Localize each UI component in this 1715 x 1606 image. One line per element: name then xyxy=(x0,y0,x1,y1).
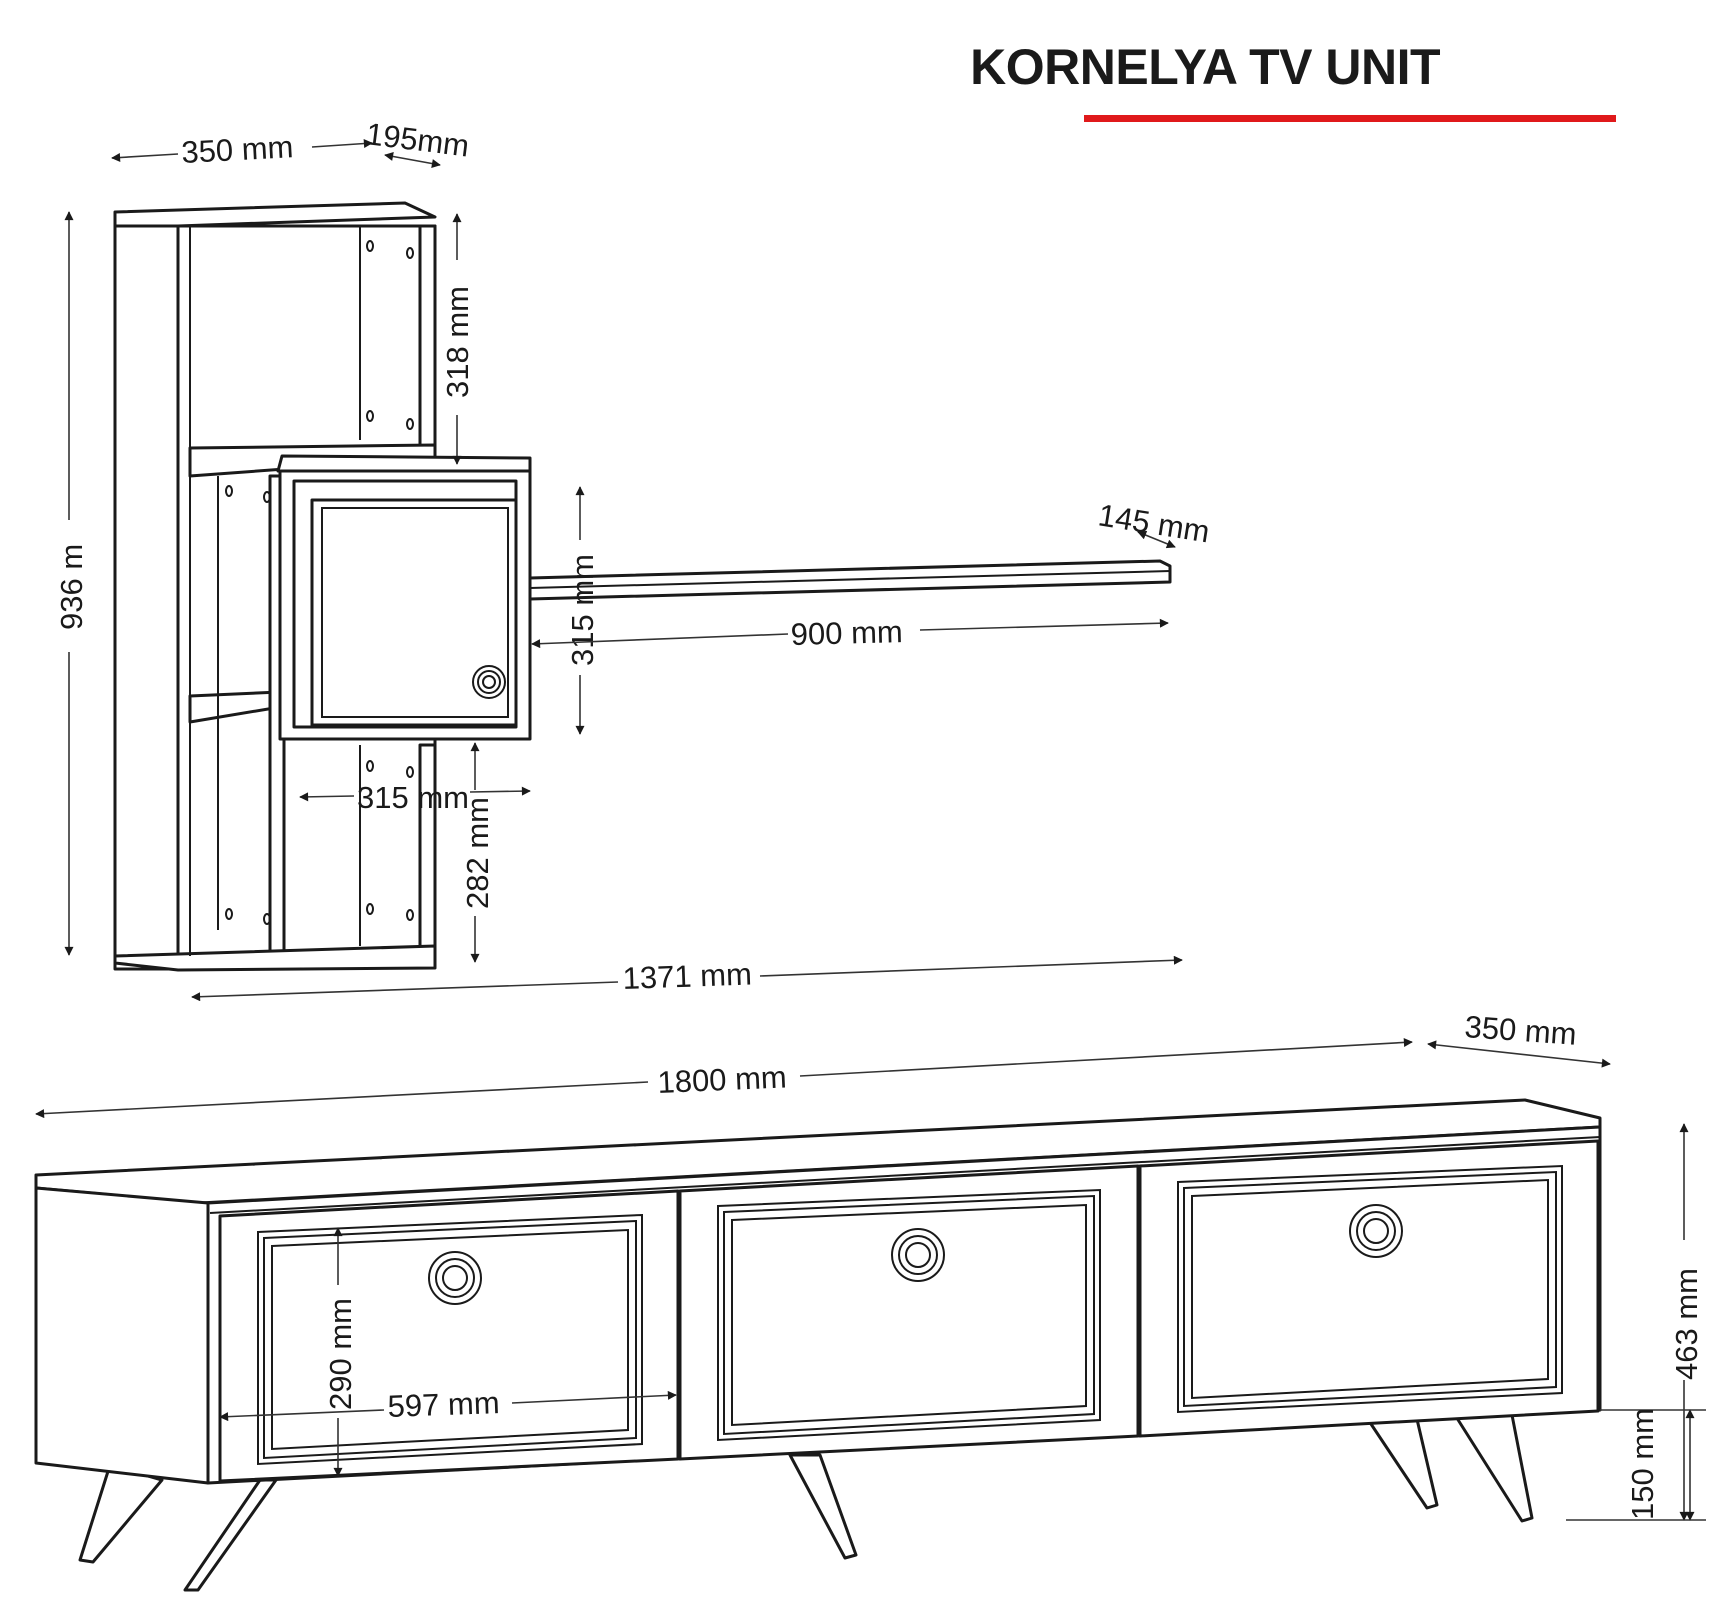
drawer-1-frame xyxy=(257,1213,643,1466)
dim-plank-depth-line xyxy=(1137,530,1176,549)
dim-stand-depth-label: 350 mm xyxy=(1464,1009,1578,1052)
stand-left-side xyxy=(34,1186,210,1485)
dim-stand-width-line xyxy=(35,1081,649,1119)
dim-shelf-width-line xyxy=(111,153,179,163)
dim-plank-width-line xyxy=(531,633,789,649)
drawer-2-inner xyxy=(723,1194,1095,1436)
dim-wall-total-width-line xyxy=(191,981,619,1002)
stand-front-edge xyxy=(209,1136,1601,1214)
dim-shelf-width-line xyxy=(311,139,373,149)
dim-total-height-label: 936 m xyxy=(54,544,89,630)
drawer-2-knob xyxy=(891,1228,945,1282)
shelf-bottom-board xyxy=(113,944,437,972)
cabinet-top-face xyxy=(276,454,532,473)
dim-drawer-width-line xyxy=(511,1390,677,1404)
drawer-1-inner xyxy=(263,1219,637,1460)
shelf-lower-right xyxy=(418,743,437,958)
drawer-2-front xyxy=(678,1164,1140,1461)
dim-drawer-width-label: 597 mm xyxy=(387,1385,500,1424)
drawer-3-frame xyxy=(1177,1164,1563,1414)
cabinet-knob xyxy=(472,665,506,699)
stand-legs xyxy=(78,1413,1534,1592)
dim-plank-width-line xyxy=(919,618,1169,631)
dim-drawer-width-line xyxy=(219,1409,385,1422)
cabinet-door-frame xyxy=(310,498,518,727)
dim-wall-total-width-label: 1371 mm xyxy=(622,957,752,996)
dim-plank-depth-label: 145 mm xyxy=(1096,497,1212,549)
plank-edge xyxy=(529,570,1171,589)
drawer-3-knob xyxy=(1349,1204,1403,1258)
dim-wall-total-width-line xyxy=(759,955,1183,977)
dim-drawer-height-label: 290 mm xyxy=(323,1298,358,1410)
hinge-holes xyxy=(225,240,414,925)
dim-cabinet-width-line xyxy=(469,786,531,796)
dim-cabinet-height-label: 315 mm xyxy=(565,554,600,666)
dim-cabinet-width-line xyxy=(299,792,355,802)
drawer-1-knob xyxy=(428,1251,482,1305)
shelf-right-edge xyxy=(418,224,437,458)
drawer-3-inner xyxy=(1183,1170,1557,1408)
tv-stand-drawing: 1800 mm 350 mm 463 mm 290 mm 597 mm 150 … xyxy=(34,1009,1706,1592)
drawer-2-panel xyxy=(731,1203,1087,1427)
dim-stand-width-line xyxy=(799,1037,1413,1077)
dim-plank-width-label: 900 mm xyxy=(790,614,903,652)
drawer-2-frame xyxy=(717,1188,1101,1442)
dim-cabinet-width-label: 315 mm xyxy=(357,780,469,815)
drawer-3-panel xyxy=(1191,1178,1549,1400)
shelf-top-face xyxy=(113,201,437,228)
wall-unit-drawing: 350 mm 195mm 936 m 318 mm 315 mm 315 mm … xyxy=(54,116,1212,1002)
dim-lower-shelf-label: 282 mm xyxy=(460,797,495,909)
dim-upper-shelf-label: 318 mm xyxy=(440,286,475,398)
dim-shelf-depth-label: 195mm xyxy=(364,116,471,163)
drawer-3-front xyxy=(1138,1139,1600,1438)
dim-stand-depth-line xyxy=(1427,1040,1611,1068)
drawer-1-panel xyxy=(271,1228,629,1451)
dim-stand-width-label: 1800 mm xyxy=(657,1059,788,1100)
drawer-1-front xyxy=(218,1189,680,1483)
cabinet-door-inner xyxy=(321,507,509,718)
dim-leg-height-label: 150 mm xyxy=(1625,1408,1660,1520)
title-underline xyxy=(1084,115,1616,122)
shelf-side-panel xyxy=(113,224,180,971)
dim-shelf-width-label: 350 mm xyxy=(181,129,295,170)
dim-shelf-depth-line xyxy=(384,152,441,168)
dim-stand-height-label: 463 mm xyxy=(1669,1268,1704,1380)
page-title: KORNELYA TV UNIT xyxy=(970,39,1440,95)
